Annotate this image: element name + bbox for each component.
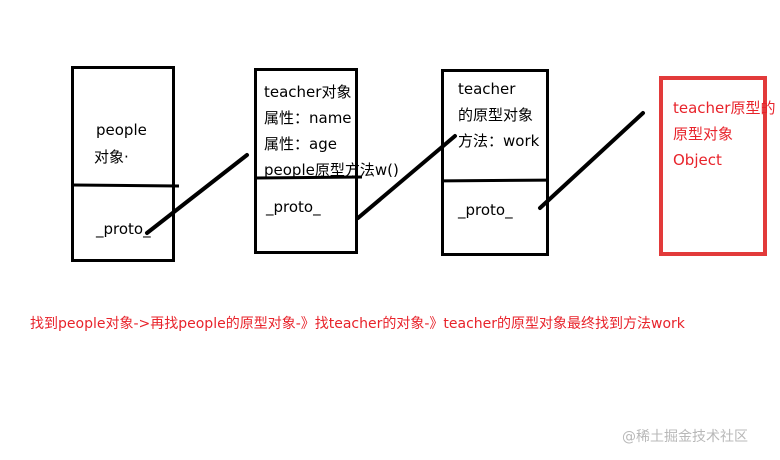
teacher-prototype-proto-label: _proto_ [458, 201, 513, 219]
teacher-object-attr-age: 属性：age [264, 135, 337, 153]
link-teacher-object-to-teacher-prototype [356, 134, 457, 220]
lookup-chain-caption: 找到people对象->再找people的原型对象-》找teacher的对象-》… [30, 316, 685, 332]
object-prototype-object-label: Object [673, 151, 722, 169]
object-prototype-box [659, 76, 767, 256]
object-prototype-subtitle: 原型对象 [673, 125, 734, 143]
site-watermark: @稀土掘金技术社区 [622, 429, 748, 445]
teacher-object-attr-name: 属性：name [264, 109, 352, 127]
teacher-object-box [254, 68, 358, 254]
teacher-object-proto-label: _proto_ [266, 198, 321, 216]
teacher-object-title: teacher对象 [264, 83, 352, 101]
people-object-box [71, 66, 175, 262]
people-label: people [96, 121, 147, 139]
teacher-prototype-title: teacher [458, 80, 516, 98]
teacher-prototype-method-work: 方法：work [458, 132, 540, 150]
link-teacher-prototype-to-object [538, 111, 645, 210]
teacher-object-people-method: people原型方法w() [264, 161, 399, 179]
teacher-prototype-subtitle: 的原型对象 [458, 106, 534, 124]
object-prototype-title: teacher原型的 [673, 99, 776, 117]
link-people-to-teacher-object [145, 153, 249, 235]
teacher-prototype-box [441, 69, 549, 256]
people-proto-label: _proto_ [96, 220, 151, 238]
people-object-label: 对象· [94, 148, 129, 166]
